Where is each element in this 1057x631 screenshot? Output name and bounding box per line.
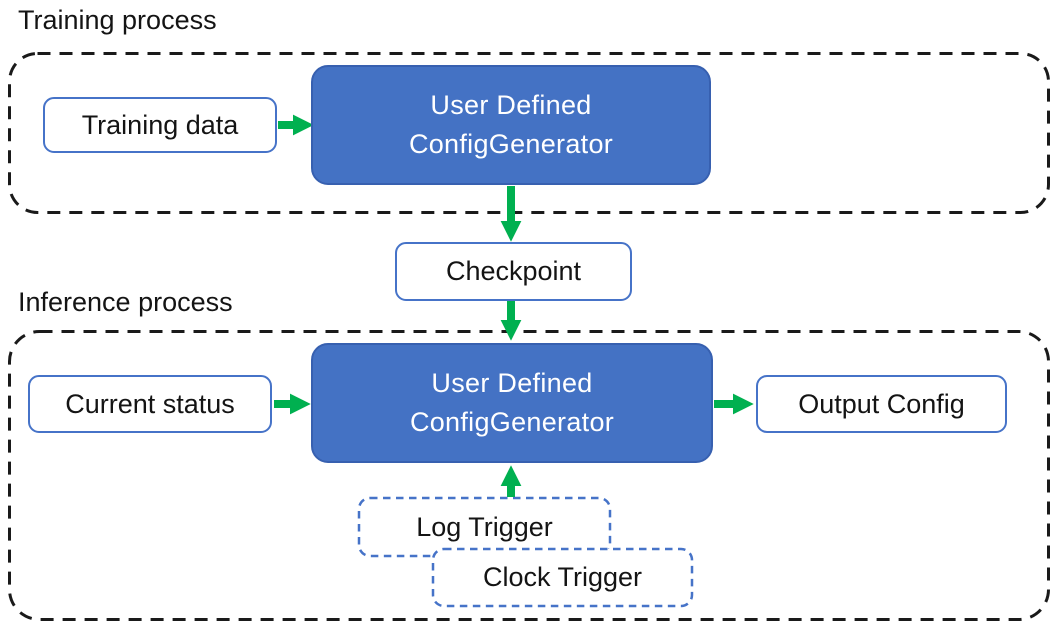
inference-config-generator-line2: ConfigGenerator [409,407,615,437]
clock-trigger-box [431,547,694,608]
training-process-label: Training process [18,5,217,35]
training-config-generator-node: User Defined ConfigGenerator [311,65,711,185]
inference-process-label: Inference process [18,287,233,317]
output-config-label: Output Config [798,388,965,419]
clock-trigger-label: Clock Trigger [482,562,643,592]
checkpoint-label: Checkpoint [445,256,582,286]
current-status-node: Current status [28,375,272,433]
clock-trigger-node: Clock Trigger [433,549,692,606]
inference-config-generator-line1: User Defined [431,368,593,399]
checkpoint-node: Checkpoint [395,242,632,301]
training-data-label: Training data [81,109,239,140]
training-process-container [8,52,1050,214]
log-trigger-box [357,496,612,558]
log-trigger-node: Log Trigger [359,498,610,556]
current-status-label: Current status [65,388,235,419]
inference-process-container [8,330,1050,621]
training-data-node: Training data [43,97,277,153]
training-config-generator-line2: ConfigGenerator [408,129,614,159]
output-config-node: Output Config [756,375,1007,433]
inference-config-generator-node: User Defined ConfigGenerator [311,343,713,463]
log-trigger-label: Log Trigger [416,511,553,542]
training-config-generator-line1: User Defined [430,90,592,121]
